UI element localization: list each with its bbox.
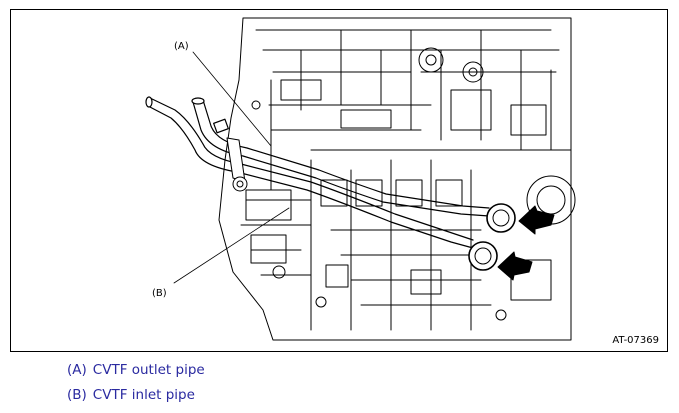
legend-text: CVTF inlet pipe <box>92 387 195 403</box>
transmission-illustration <box>145 17 576 341</box>
leader-line-b <box>173 207 290 284</box>
legend-text: CVTF outlet pipe <box>92 362 205 378</box>
pipe-fittings <box>468 203 516 271</box>
housing-ribs <box>240 29 572 331</box>
cvtf-outlet-pipe <box>191 97 490 217</box>
cvtf-inlet-pipe <box>145 96 474 249</box>
callout-a: (A) <box>174 41 189 52</box>
callout-b: (B) <box>152 288 167 299</box>
figure-id: AT-07369 <box>612 335 659 346</box>
legend-key: (B) <box>67 387 87 403</box>
arrow-outlet-fitting <box>518 205 555 235</box>
leader-line-a <box>192 51 272 147</box>
arrow-inlet-fitting <box>497 251 533 281</box>
housing-bosses <box>251 47 576 321</box>
legend-key: (A) <box>67 362 87 378</box>
transmission-case-outline <box>218 17 572 341</box>
diagram-frame: (A) (B) AT-07369 <box>10 9 668 352</box>
pipe-bracket-bolt <box>226 137 248 192</box>
legend-item-a: (A) CVTF outlet pipe <box>67 362 205 378</box>
legend-item-b: (B) CVTF inlet pipe <box>67 387 195 403</box>
